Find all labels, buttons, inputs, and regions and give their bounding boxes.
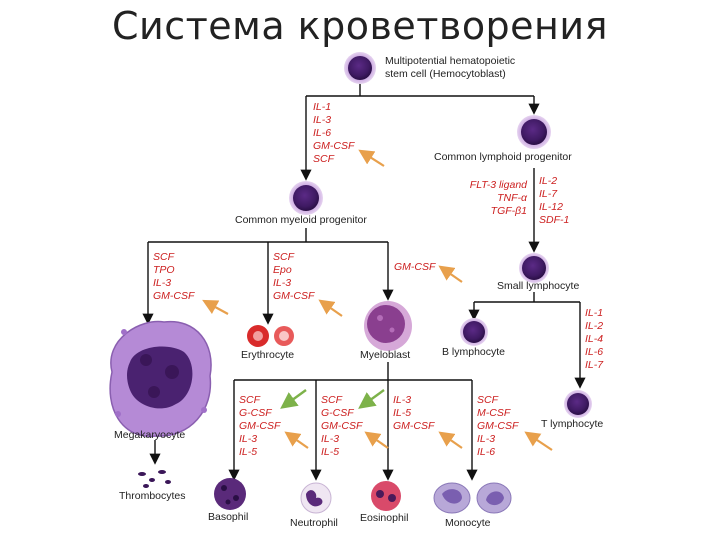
b-lymphocyte-cell (460, 318, 488, 346)
cmp-label: Common myeloid progenitor (235, 214, 367, 226)
basophil-cell (214, 478, 246, 510)
factor: SCF (321, 394, 343, 406)
neutrophil-label: Neutrophil (290, 517, 338, 529)
factors-hsc-to-cmp: IL-1 IL-3 IL-6 GM-CSF SCF (313, 101, 355, 165)
erythrocyte-cells (247, 325, 294, 347)
factor: IL-6 (313, 127, 331, 139)
factor: IL-2 (539, 175, 557, 187)
cmp-cell (289, 181, 323, 215)
factor: SDF-1 (539, 214, 569, 226)
factor: SCF (239, 394, 261, 406)
factor: IL-3 (153, 277, 171, 289)
factors-basophil: SCF G-CSF GM-CSF IL-3 IL-5 (239, 394, 281, 458)
myeloblast-cell (364, 301, 412, 351)
clp-label: Common lymphoid progenitor (434, 151, 572, 163)
factors-megakaryocyte: SCF TPO IL-3 GM-CSF (153, 251, 195, 302)
factor: IL-3 (393, 394, 411, 406)
slide-title: Система кроветворения (112, 4, 608, 48)
factor: TGF-β1 (491, 205, 527, 217)
factor: IL-7 (585, 359, 604, 371)
factor: Epo (273, 264, 292, 276)
orange-arrow (438, 431, 463, 449)
megakaryocyte-cell (109, 320, 212, 437)
highlight-arrows (202, 149, 553, 451)
eosinophil-cell (371, 481, 401, 511)
factor: IL-5 (321, 446, 339, 458)
factor: IL-6 (585, 346, 603, 358)
small-lymphocyte-cell (519, 253, 549, 283)
factor: IL-6 (477, 446, 495, 458)
clp-cell (517, 115, 551, 149)
factor: IL-5 (393, 407, 411, 419)
orange-arrow (364, 431, 389, 449)
hsc-label-line-2: stem cell (Hemocytoblast) (385, 68, 506, 80)
orange-arrow (438, 265, 463, 283)
b-lymphocyte-label: B lymphocyte (442, 346, 505, 358)
monocyte-cells (433, 482, 512, 514)
factor: GM-CSF (477, 420, 519, 432)
factor: GM-CSF (239, 420, 281, 432)
factor: IL-3 (321, 433, 339, 445)
orange-arrow (284, 431, 309, 449)
monocyte-label: Monocyte (445, 517, 491, 529)
factor: SCF (273, 251, 295, 263)
neutrophil-cell (300, 482, 332, 514)
factor: IL-4 (585, 333, 603, 345)
erythrocyte-label: Erythrocyte (241, 349, 294, 361)
factors-erythrocyte: SCF Epo IL-3 GM-CSF (273, 251, 315, 302)
factors-clp-right: IL-2 IL-7 IL-12 SDF-1 (539, 175, 569, 226)
t-lymphocyte-cell (564, 390, 592, 418)
factor: GM-CSF (393, 420, 435, 432)
factor: IL-7 (539, 188, 558, 200)
factors-neutrophil: SCF G-CSF GM-CSF IL-3 IL-5 (321, 394, 363, 458)
orange-arrow (358, 149, 385, 167)
thrombocytes (138, 470, 171, 488)
cell-labels: Multipotential hematopoietic stem cell (… (114, 55, 603, 529)
hsc-label-line-1: Multipotential hematopoietic (385, 55, 515, 67)
factor: SCF (153, 251, 175, 263)
factor: G-CSF (321, 407, 354, 419)
factor: IL-3 (313, 114, 331, 126)
connector-lines (142, 84, 586, 481)
factor: FLT-3 ligand (470, 179, 528, 191)
myeloblast-label: Myeloblast (360, 349, 410, 361)
factors-monocyte: SCF M-CSF GM-CSF IL-3 IL-6 (477, 394, 519, 458)
factor: M-CSF (477, 407, 511, 419)
factor: GM-CSF (313, 140, 355, 152)
factor: GM-CSF (321, 420, 363, 432)
factors-clp-left: FLT-3 ligand TNF-α TGF-β1 (470, 179, 528, 217)
orange-arrow (318, 299, 343, 317)
basophil-label: Basophil (208, 511, 248, 523)
factor: SCF (313, 153, 335, 165)
factor: IL-3 (239, 433, 257, 445)
orange-arrow (524, 431, 553, 451)
factor: GM-CSF (153, 290, 195, 302)
eosinophil-label: Eosinophil (360, 512, 408, 524)
factors-t-lymphocyte: IL-1 IL-2 IL-4 IL-6 IL-7 (585, 307, 604, 371)
green-arrow (280, 389, 307, 409)
megakaryocyte-label: Megakaryocyte (114, 429, 185, 441)
factor: IL-1 (313, 101, 331, 113)
t-lymphocyte-label: T lymphocyte (541, 418, 603, 430)
factor: IL-12 (539, 201, 563, 213)
factor: IL-3 (477, 433, 495, 445)
thrombocytes-label: Thrombocytes (119, 490, 186, 502)
hsc-cell (344, 52, 376, 84)
factors-eosinophil: IL-3 IL-5 GM-CSF (393, 394, 435, 432)
factor: GM-CSF (273, 290, 315, 302)
factor: SCF (477, 394, 499, 406)
green-arrow (358, 389, 385, 409)
factor: TPO (153, 264, 175, 276)
factor: IL-5 (239, 446, 257, 458)
factor: GM-CSF (394, 261, 436, 273)
factor: IL-1 (585, 307, 603, 319)
factor: IL-2 (585, 320, 603, 332)
orange-arrow (202, 299, 229, 315)
factor: TNF-α (497, 192, 528, 204)
small-lymphocyte-label: Small lymphocyte (497, 280, 579, 292)
factor: IL-3 (273, 277, 291, 289)
factors-myeloblast: GM-CSF (394, 261, 436, 273)
factor: G-CSF (239, 407, 272, 419)
